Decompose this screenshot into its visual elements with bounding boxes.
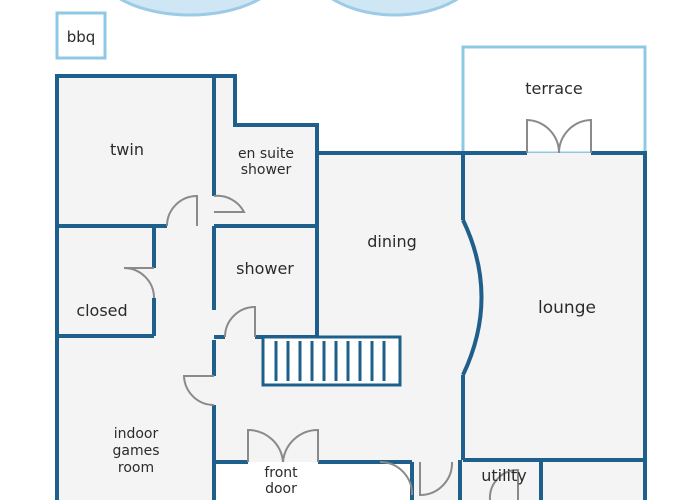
walls [55, 74, 647, 500]
label-terrace: terrace [525, 79, 582, 98]
label-games-line1: indoor [114, 426, 159, 442]
label-closed: closed [76, 301, 127, 320]
label-lounge: lounge [538, 298, 596, 318]
doors [123, 118, 592, 501]
pool-right [331, 0, 459, 17]
staircase [261, 335, 402, 387]
pool-left [119, 0, 261, 17]
label-front-door-line1: front [264, 465, 298, 481]
label-utility: utility [481, 466, 527, 485]
label-twin: twin [110, 140, 144, 159]
lounge-arch [461, 219, 484, 376]
label-games-line2: games [112, 443, 159, 459]
label-shower: shower [236, 259, 294, 278]
label-en-suite-line1: en suite [238, 146, 294, 162]
label-en-suite-line2: shower [241, 162, 292, 178]
front-hall [214, 462, 412, 502]
label-dining: dining [367, 232, 416, 251]
label-front-door-line2: door [265, 481, 297, 497]
bbq-box [55, 11, 107, 60]
label-bbq: bbq [67, 28, 96, 46]
floor-fills [57, 76, 645, 500]
label-games-line3: room [118, 460, 154, 476]
